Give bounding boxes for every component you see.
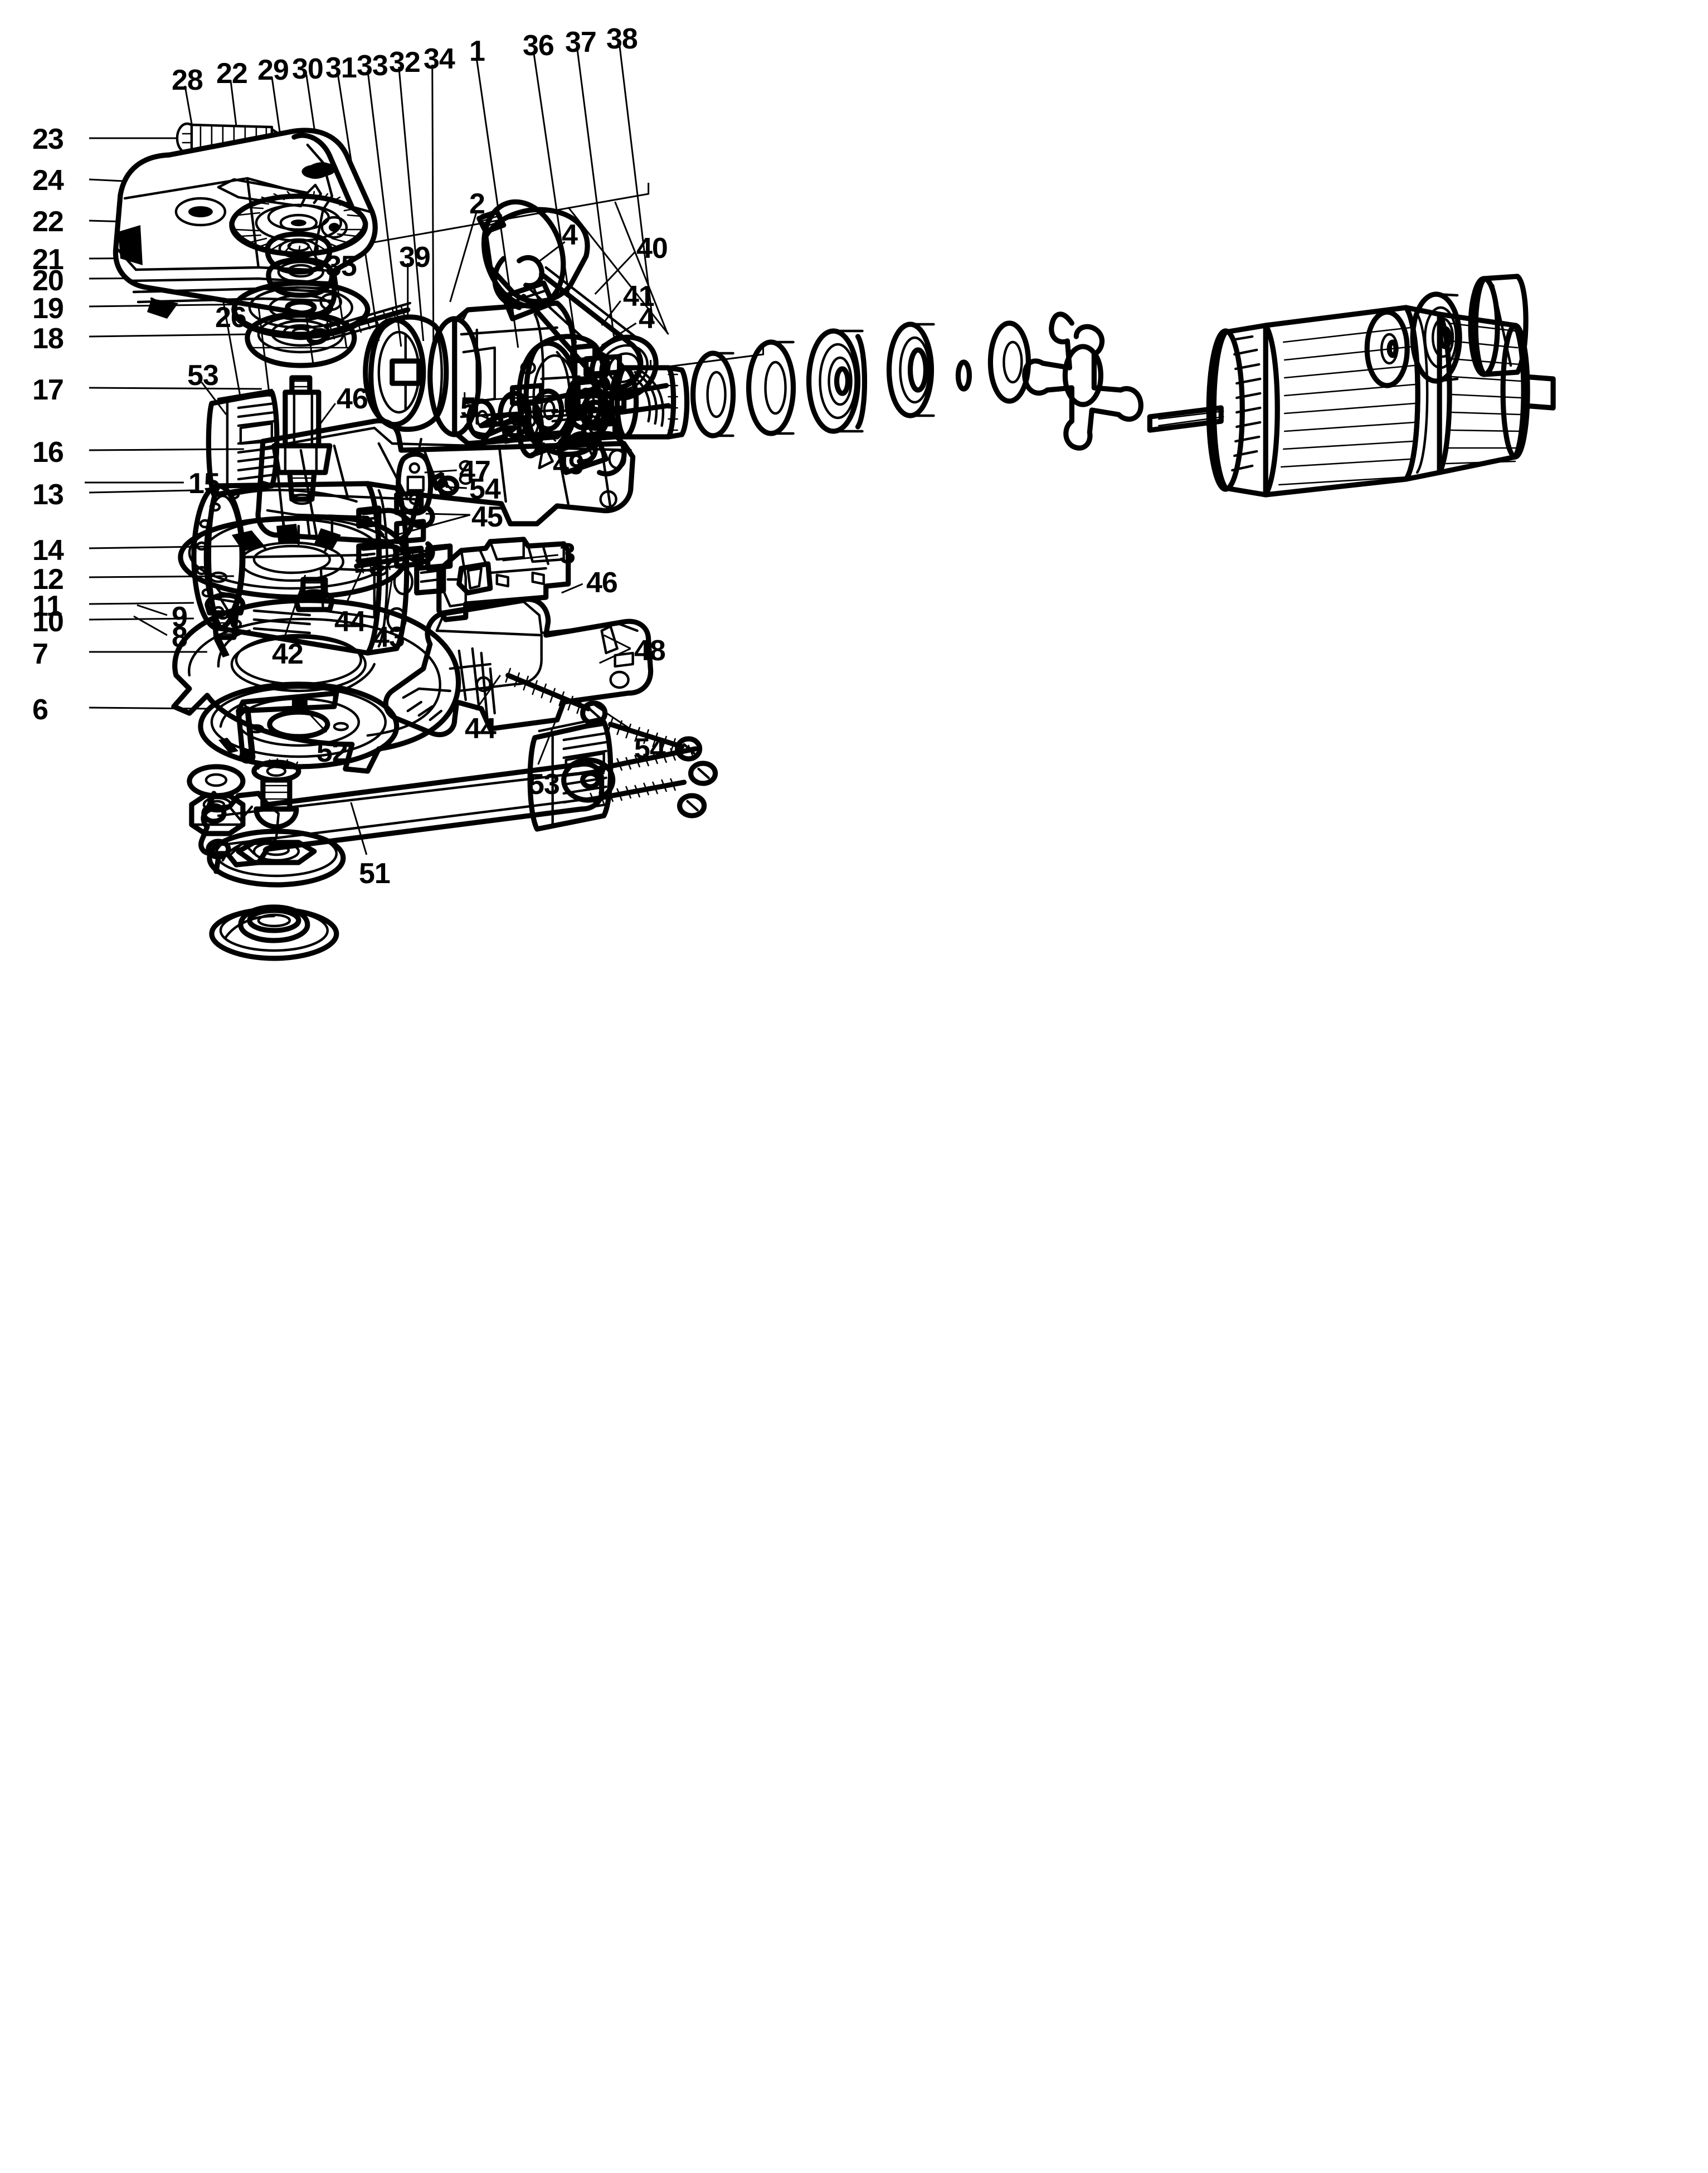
- callout-5: 5: [460, 392, 476, 424]
- part-54-screw-right: [607, 717, 703, 762]
- part-35-screw: [306, 301, 411, 345]
- callout-33: 33: [357, 50, 388, 82]
- part-52-hex-key: [236, 690, 339, 764]
- part-36-washer: [1364, 309, 1410, 388]
- callout-1: 1: [469, 35, 485, 67]
- part-32-washer: [987, 320, 1031, 404]
- part-38-bearing-ring: [1468, 274, 1529, 377]
- part-5-49-cord-assembly: [479, 383, 671, 459]
- callout-22-bottom: 22: [32, 206, 64, 238]
- callout-39: 39: [399, 241, 431, 274]
- callout-24: 24: [32, 164, 64, 197]
- part-43-brush-terminal-key: [456, 561, 493, 596]
- callout-11: 11: [32, 590, 62, 622]
- callout-48: 48: [634, 635, 666, 667]
- callout-42: 42: [272, 638, 304, 670]
- callout-53-left: 53: [187, 359, 219, 392]
- callout-3: 3: [559, 538, 576, 570]
- part-11-washer: [187, 764, 246, 798]
- callout-4-upper: 4: [562, 219, 578, 251]
- callout-49: 49: [553, 449, 585, 481]
- callout-40: 40: [636, 232, 668, 265]
- callout-21: 21: [32, 243, 64, 276]
- callout-6: 6: [32, 694, 48, 726]
- callout-32: 32: [389, 46, 421, 79]
- callout-14: 14: [32, 534, 64, 567]
- callout-30: 30: [292, 53, 324, 85]
- part-31-seal-ring: [886, 321, 935, 418]
- callout-29: 29: [257, 54, 289, 86]
- callout-17: 17: [32, 374, 64, 406]
- callout-52: 52: [317, 736, 348, 768]
- callout-20: 20: [32, 265, 64, 297]
- part-44-screw-handle: [505, 668, 608, 726]
- callout-34: 34: [424, 43, 455, 75]
- callout-23: 23: [32, 123, 64, 155]
- part-33-o-ring: [955, 359, 972, 392]
- callout-44-motor: 44: [334, 606, 366, 638]
- callout-10: 10: [32, 606, 64, 638]
- callout-45: 45: [471, 501, 503, 533]
- callout-18: 18: [32, 323, 64, 355]
- part-37-ball-bearing: [1410, 291, 1462, 384]
- callout-38: 38: [606, 23, 638, 55]
- part-4-carbon-brush-upper: [492, 255, 556, 321]
- part-30-ball-bearing: [806, 328, 868, 434]
- part-29-washer-set: [690, 339, 796, 439]
- part-51-spanner-wrench: [198, 757, 616, 874]
- callout-44-handle: 44: [465, 713, 497, 745]
- part-34-baffle-plate: [1022, 311, 1143, 451]
- part-15-screw: [294, 577, 335, 612]
- callout-54-right: 54: [634, 733, 666, 765]
- callout-54-clamp: 54: [469, 473, 501, 505]
- callout-31: 31: [325, 52, 357, 84]
- callout-47: 47: [459, 455, 491, 488]
- callout-16: 16: [32, 436, 64, 469]
- callout-46-upper: 46: [337, 383, 368, 415]
- callout-43: 43: [373, 621, 405, 654]
- callout-4-lower: 4: [639, 303, 655, 335]
- callout-12: 12: [32, 563, 64, 596]
- callout-53-right: 53: [528, 768, 560, 801]
- callout-7: 7: [32, 638, 48, 670]
- callout-13: 13: [32, 479, 64, 511]
- callout-9: 9: [172, 601, 188, 634]
- part-6-backing-flange: [209, 904, 339, 961]
- callout-51: 51: [359, 857, 391, 890]
- part-54-screw-clamp: [430, 472, 460, 496]
- callout-36: 36: [523, 30, 554, 62]
- callout-8: 8: [172, 621, 188, 654]
- callout-2: 2: [469, 188, 485, 220]
- part-42-motor-housing: [191, 481, 426, 656]
- callout-35: 35: [325, 250, 357, 282]
- callout-46-lower: 46: [586, 567, 618, 599]
- callout-15: 15: [188, 467, 220, 500]
- part-1-armature: [1147, 305, 1556, 498]
- part-9-lock-washer: [251, 758, 301, 783]
- part-46-handle-housing-lower: [383, 596, 654, 738]
- callout-26: 26: [215, 301, 247, 334]
- part-24-gear-case-cover: [113, 128, 378, 319]
- callout-28: 28: [172, 64, 203, 96]
- callout-37: 37: [565, 26, 597, 59]
- callout-22-top: 22: [216, 57, 248, 90]
- callout-41: 41: [623, 280, 655, 313]
- callout-19: 19: [32, 293, 64, 325]
- part-44-screw-motor: [354, 543, 453, 574]
